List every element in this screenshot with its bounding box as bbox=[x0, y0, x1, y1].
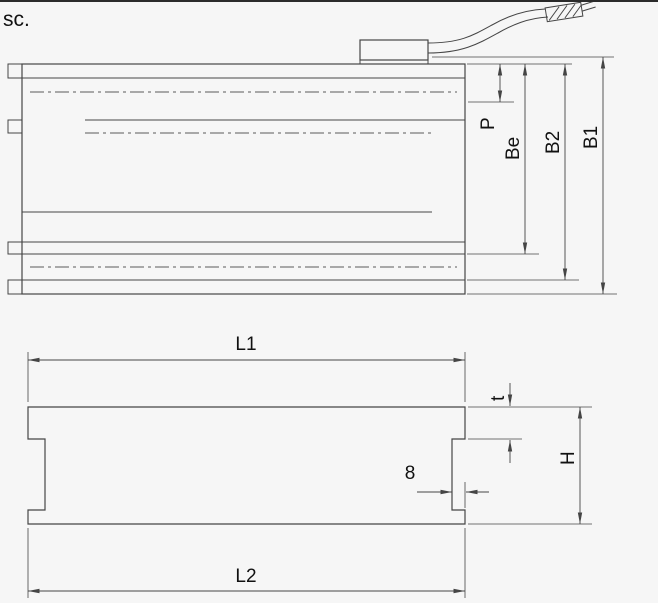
top-view-left-tabs bbox=[7, 63, 22, 295]
dim-label-p: P bbox=[478, 117, 499, 130]
dim-label-l2: L2 bbox=[235, 566, 256, 587]
top-view bbox=[7, 2, 596, 295]
top-view-extension-lines bbox=[432, 56, 617, 295]
top-view-outline bbox=[21, 63, 466, 295]
dim-label-b1: B1 bbox=[581, 126, 602, 149]
cable bbox=[427, 2, 596, 54]
dim-label-be: Be bbox=[503, 137, 524, 160]
side-view bbox=[27, 406, 466, 525]
dim-label-h: H bbox=[558, 451, 579, 465]
drawing-note-text: sc. bbox=[3, 8, 30, 31]
side-view-outline bbox=[27, 406, 466, 525]
dim-l1: L1 bbox=[27, 334, 466, 402]
dim-label-b2: B2 bbox=[543, 131, 564, 154]
side-view-dimensions: L1 t H 8 bbox=[27, 334, 592, 598]
cable-end-hatched bbox=[544, 2, 596, 23]
dim-l2: L2 bbox=[27, 528, 466, 598]
dim-foot-width: 8 bbox=[405, 463, 489, 508]
top-view-dimensions: P Be B2 B1 bbox=[432, 56, 617, 295]
dim-label-l1: L1 bbox=[235, 334, 256, 355]
connector-block bbox=[359, 39, 429, 64]
dim-h: H bbox=[468, 407, 592, 525]
dim-t: t bbox=[468, 383, 592, 463]
dim-label-foot-width: 8 bbox=[405, 463, 416, 484]
top-view-feature-lines bbox=[22, 77, 465, 281]
dim-label-t: t bbox=[488, 395, 509, 401]
